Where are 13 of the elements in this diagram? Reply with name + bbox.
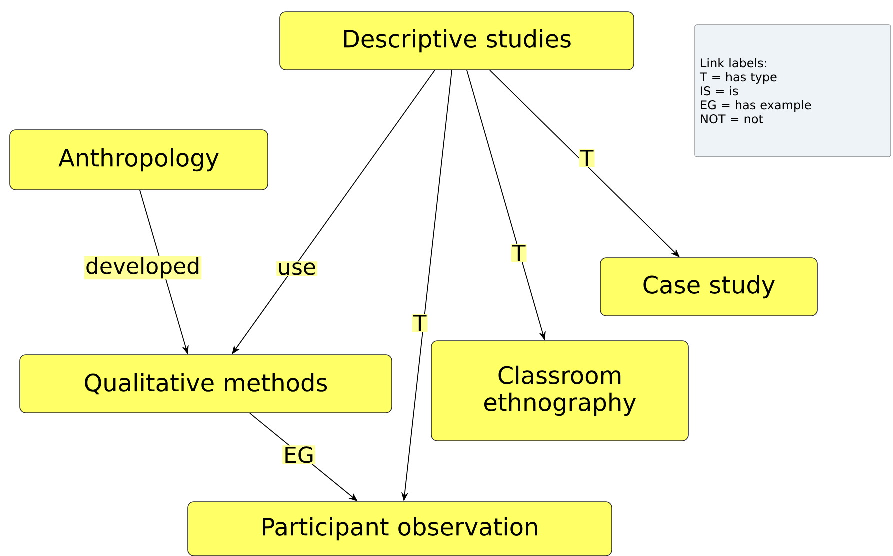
concept-box: Participant observation	[188, 502, 612, 556]
concept-box: Case study	[600, 258, 818, 316]
concept-box: Classroom ethnography	[431, 340, 689, 442]
concept-box: Qualitative methods	[20, 354, 392, 414]
edge-label: EG	[282, 446, 316, 464]
edge-label: T	[412, 314, 428, 332]
link-labels-box: Link labels: T = has type IS = is EG = has example NOT = not	[694, 24, 892, 158]
edge-label: developed	[84, 256, 202, 280]
edge-label: T	[511, 244, 527, 262]
concept-box: Anthropology	[10, 130, 268, 190]
edge-label: use	[276, 262, 318, 276]
concept-box: Descriptive studies	[280, 12, 634, 70]
edge-label: T	[579, 148, 595, 167]
